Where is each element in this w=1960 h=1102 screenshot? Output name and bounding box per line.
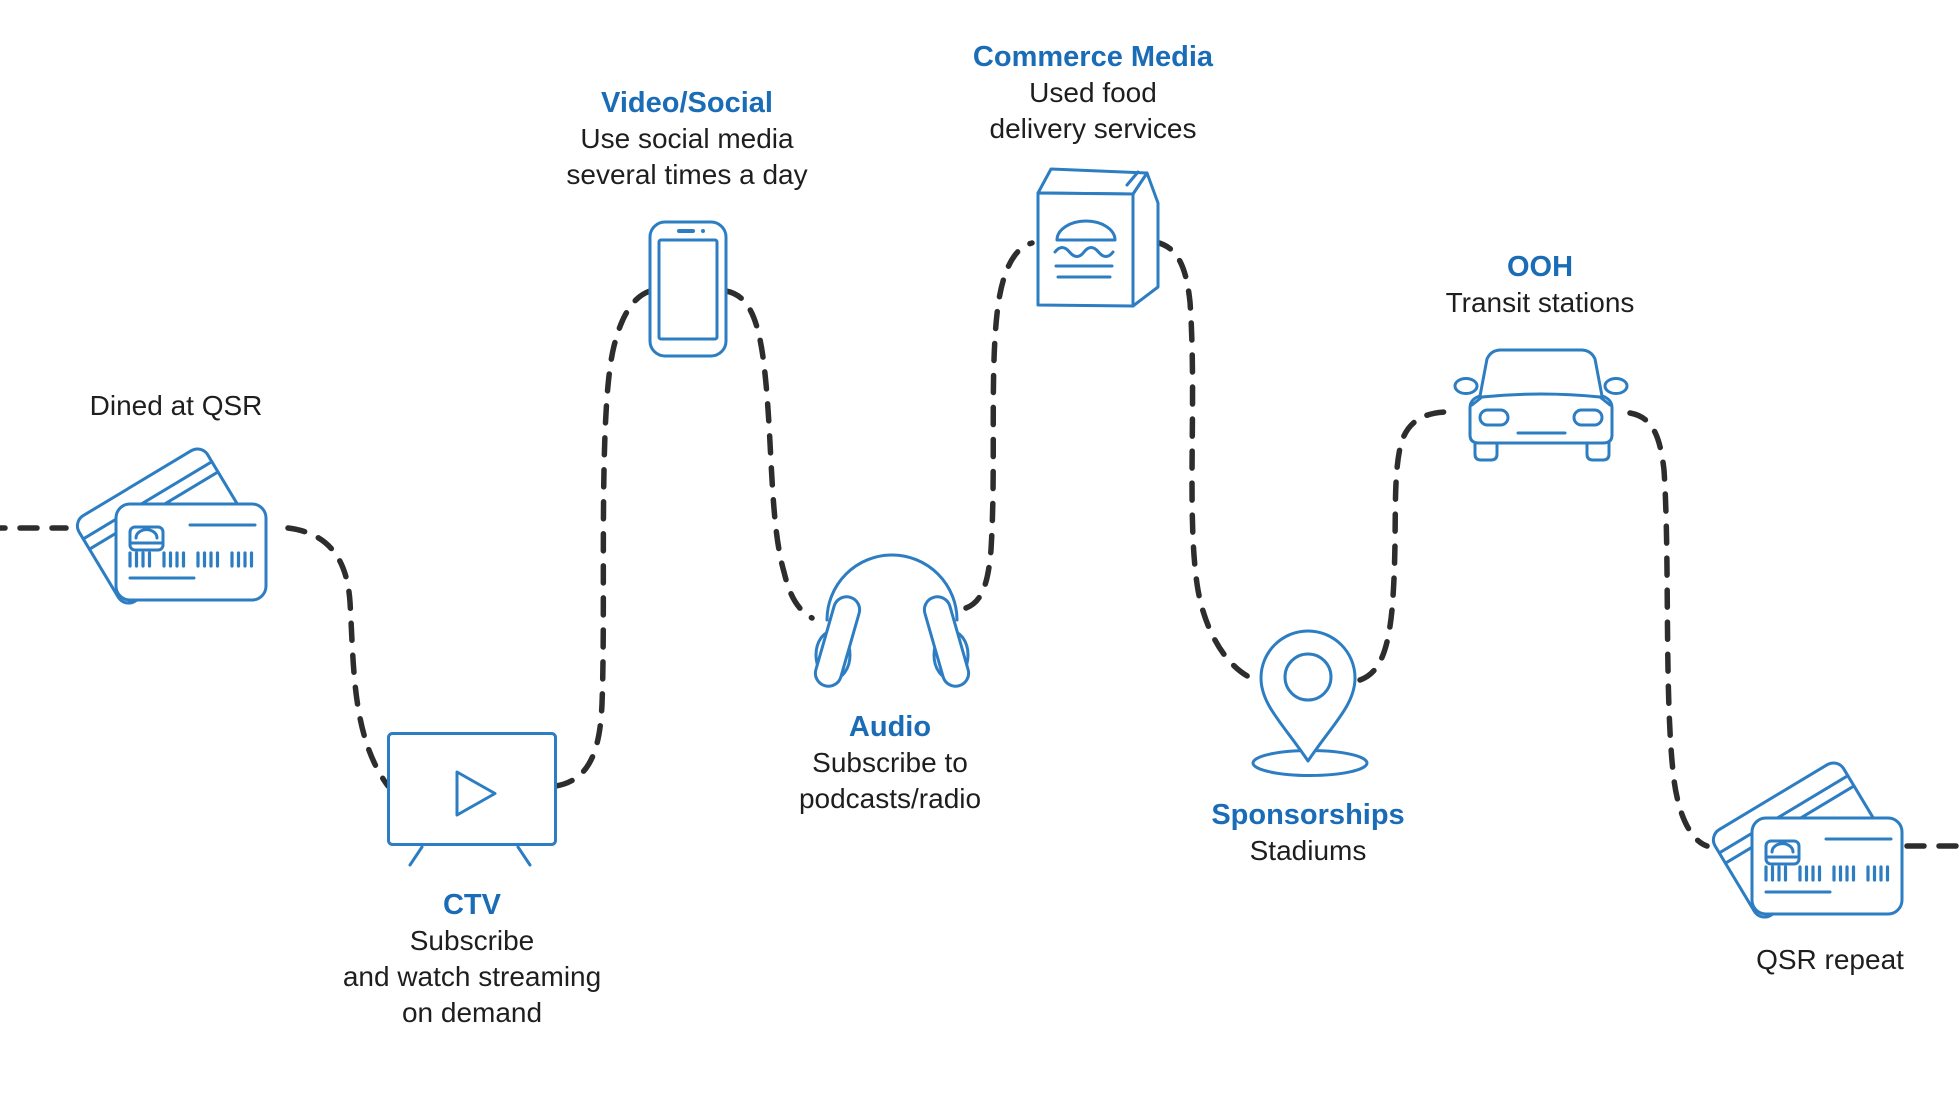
stop-ooh: OOH Transit stations [1446, 249, 1635, 321]
stop-title: Audio [848, 711, 932, 743]
stop-description-line: delivery services [989, 113, 1197, 144]
stop-commerce-media: Commerce Media Used food delivery servic… [973, 39, 1213, 147]
stop-description-line: Transit stations [1445, 287, 1635, 318]
stop-title: Sponsorships [1211, 799, 1405, 831]
food-delivery-bag-icon [1036, 167, 1160, 308]
end-label: QSR repeat [1756, 944, 1904, 975]
car-icon [1453, 348, 1629, 462]
headphones-icon [813, 553, 971, 688]
location-pin-icon [1251, 629, 1369, 777]
stop-sponsorships: Sponsorships Stadiums [1211, 797, 1404, 869]
stop-description-line: several times a day [566, 159, 808, 190]
stop-title: Video/Social [601, 87, 773, 119]
credit-cards-icon [71, 442, 268, 610]
stop-video-social: Video/Social Use social media several ti… [566, 85, 807, 193]
stop-ctv: CTV Subscribe and watch streaming on dem… [343, 887, 601, 1031]
stop-description-line: Subscribe [409, 925, 535, 956]
start-label: Dined at QSR [89, 390, 263, 421]
stop-description-line: Subscribe to [812, 747, 968, 778]
stop-title: OOH [1506, 251, 1574, 283]
stop-description-line: Use social media [580, 123, 794, 154]
credit-cards-icon [1707, 756, 1904, 924]
stop-description-line: Used food [1029, 77, 1157, 108]
stop-title: CTV [442, 889, 501, 921]
stop-description-line: on demand [401, 997, 543, 1028]
stop-description-line: Stadiums [1249, 835, 1367, 866]
stop-description-line: podcasts/radio [798, 783, 982, 814]
stop-title: Commerce Media [972, 41, 1214, 73]
smartphone-icon [648, 220, 728, 358]
end-label-block: QSR repeat [1756, 942, 1904, 978]
tv-play-icon [387, 732, 557, 867]
stop-audio: Audio Subscribe to podcasts/radio [799, 709, 981, 817]
stop-description-line: and watch streaming [342, 961, 602, 992]
start-label-block: Dined at QSR [90, 388, 263, 424]
